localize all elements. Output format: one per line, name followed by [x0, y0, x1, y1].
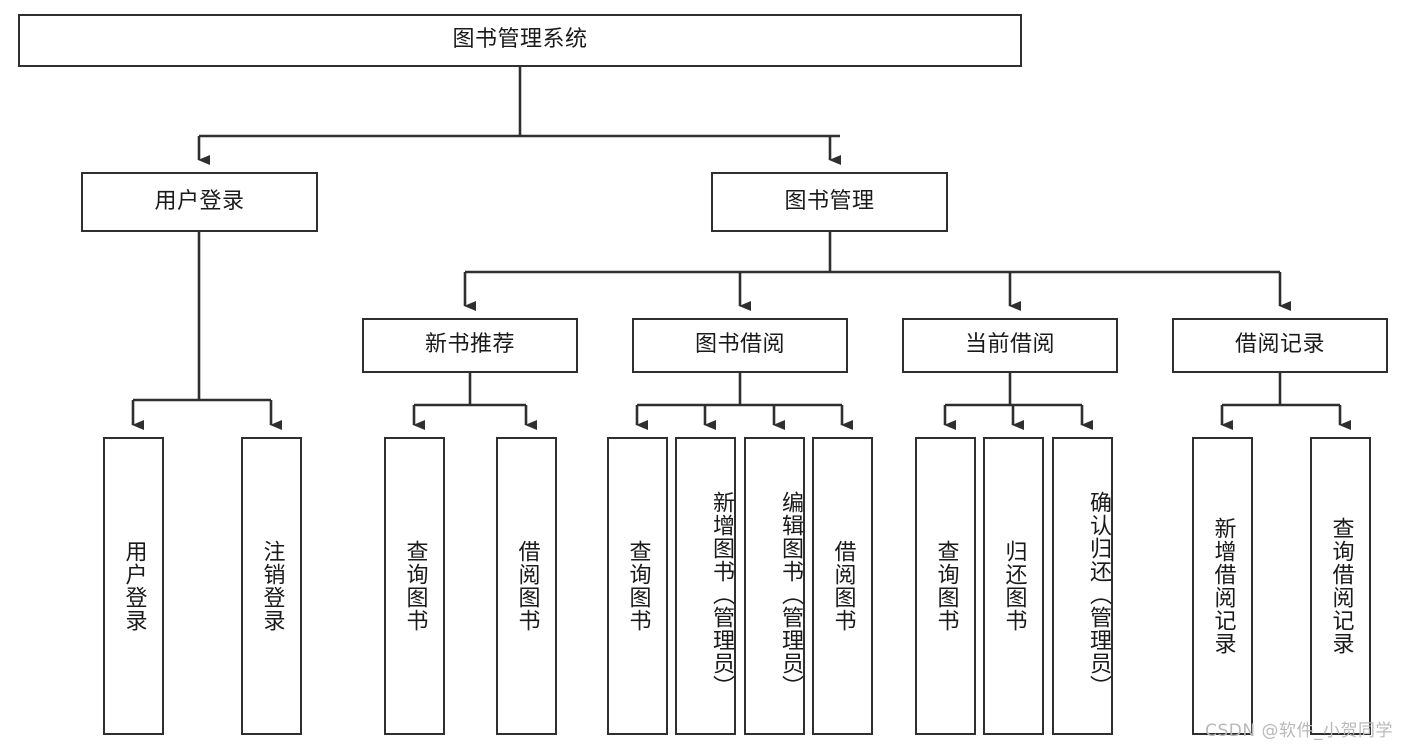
node-label: 用户登录: [154, 188, 245, 214]
node-label: 归还图书: [1001, 540, 1027, 632]
leaf-borrow-query-book[interactable]: 查询图书: [607, 437, 668, 735]
node-root-system[interactable]: 图书管理系统: [18, 14, 1022, 67]
node-borrow-record[interactable]: 借阅记录: [1172, 318, 1388, 373]
node-label: 图书管理: [784, 188, 875, 214]
node-label: 新增图书（管理员）: [709, 490, 734, 698]
node-user-login[interactable]: 用户登录: [81, 172, 318, 232]
node-new-book-recommend[interactable]: 新书推荐: [362, 318, 578, 373]
leaf-current-return-book[interactable]: 归还图书: [983, 437, 1044, 735]
node-label: 编辑图书（管理员）: [778, 490, 803, 698]
node-label: 查询借阅记录: [1328, 517, 1354, 655]
leaf-current-query-book[interactable]: 查询图书: [915, 437, 976, 735]
node-label: 用户登录: [121, 540, 147, 632]
node-label: 借阅图书: [514, 540, 540, 632]
leaf-user-login-login[interactable]: 用户登录: [103, 437, 164, 735]
leaf-borrow-add-book[interactable]: 新增图书（管理员）: [675, 437, 736, 735]
leaf-record-query[interactable]: 查询借阅记录: [1310, 437, 1371, 735]
node-current-borrow[interactable]: 当前借阅: [902, 318, 1118, 373]
node-label: 查询图书: [625, 540, 651, 632]
leaf-borrow-borrow-book[interactable]: 借阅图书: [812, 437, 873, 735]
leaf-record-add[interactable]: 新增借阅记录: [1192, 437, 1253, 735]
leaf-new-book-query[interactable]: 查询图书: [384, 437, 445, 735]
leaf-user-login-logout[interactable]: 注销登录: [241, 437, 302, 735]
node-label: 借阅记录: [1234, 332, 1325, 358]
leaf-current-confirm-return[interactable]: 确认归还（管理员）: [1052, 437, 1113, 735]
node-label: 注销登录: [259, 540, 285, 632]
node-label: 图书管理系统: [452, 27, 588, 53]
node-label: 当前借阅: [964, 332, 1055, 358]
node-label: 查询图书: [402, 540, 428, 632]
node-book-management[interactable]: 图书管理: [711, 172, 948, 232]
node-label: 借阅图书: [830, 540, 856, 632]
watermark-text: CSDN @软件_小贺同学: [1205, 721, 1393, 741]
leaf-new-book-borrow[interactable]: 借阅图书: [496, 437, 557, 735]
node-label: 图书借阅: [694, 332, 785, 358]
leaf-borrow-edit-book[interactable]: 编辑图书（管理员）: [744, 437, 805, 735]
node-label: 新增借阅记录: [1210, 517, 1236, 655]
node-label: 确认归还（管理员）: [1086, 490, 1111, 698]
node-label: 新书推荐: [424, 332, 515, 358]
node-label: 查询图书: [933, 540, 959, 632]
node-book-borrow[interactable]: 图书借阅: [632, 318, 848, 373]
